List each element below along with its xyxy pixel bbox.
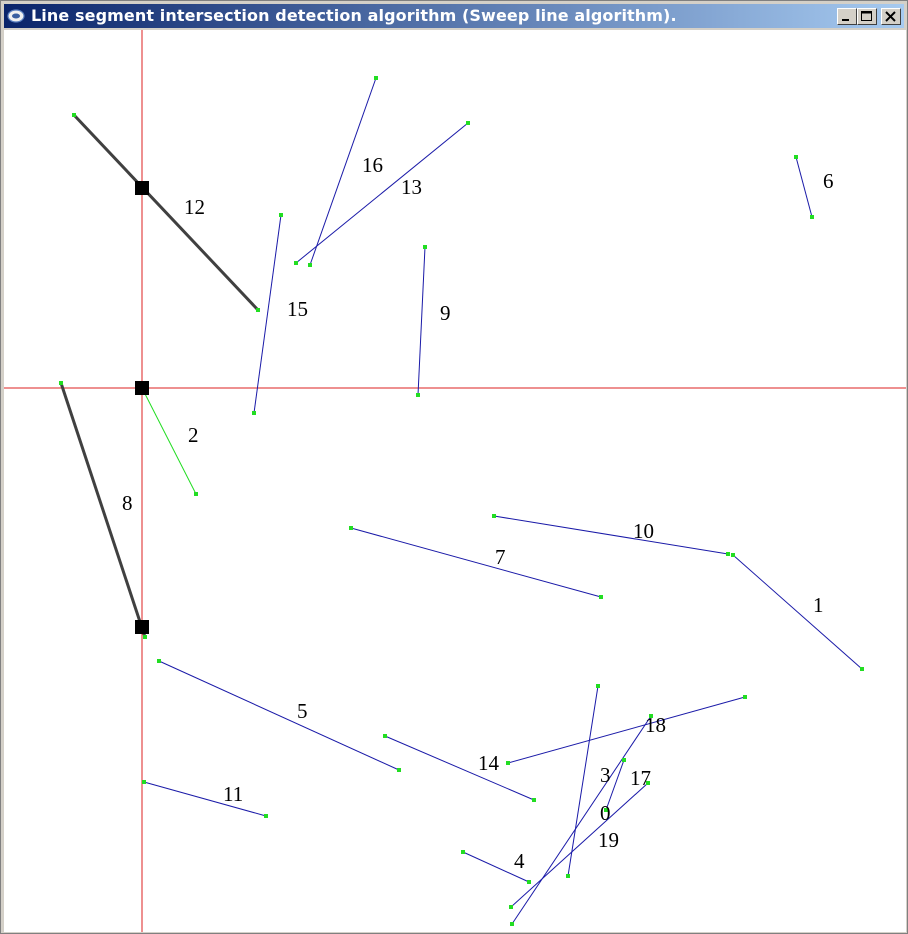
segment-label-14: 14 bbox=[478, 751, 500, 775]
segment-14-endpoint-b[interactable] bbox=[532, 798, 536, 802]
segment-15-endpoint-b[interactable] bbox=[252, 411, 256, 415]
segment-7-endpoint-a[interactable] bbox=[349, 526, 353, 530]
close-icon bbox=[885, 11, 896, 22]
segment-label-9: 9 bbox=[440, 301, 451, 325]
segment-17-endpoint-a[interactable] bbox=[646, 781, 650, 785]
segment-0[interactable] bbox=[605, 759, 625, 811]
segment-13-endpoint-a[interactable] bbox=[466, 121, 470, 125]
segment-9[interactable] bbox=[417, 246, 426, 396]
app-window-icon[interactable] bbox=[7, 8, 25, 24]
segment-12-endpoint-a[interactable] bbox=[72, 113, 76, 117]
segment-4[interactable] bbox=[462, 851, 530, 883]
segment-16-endpoint-a[interactable] bbox=[374, 76, 378, 80]
segment-12[interactable] bbox=[72, 113, 260, 312]
segment-1[interactable] bbox=[732, 554, 863, 670]
segment-9-endpoint-b[interactable] bbox=[416, 393, 420, 397]
segment-8-endpoint-a[interactable] bbox=[59, 381, 63, 385]
event-marker-1 bbox=[135, 381, 149, 395]
segment-2[interactable] bbox=[140, 385, 197, 495]
segment-18-endpoint-a[interactable] bbox=[743, 695, 747, 699]
segment-1-endpoint-b[interactable] bbox=[860, 667, 864, 671]
segment-4-endpoint-a[interactable] bbox=[461, 850, 465, 854]
segment-label-8: 8 bbox=[122, 491, 133, 515]
segment-7-endpoint-b[interactable] bbox=[599, 595, 603, 599]
minimize-button[interactable] bbox=[837, 8, 857, 25]
segment-11[interactable] bbox=[143, 781, 267, 817]
segment-11-endpoint-a[interactable] bbox=[142, 780, 146, 784]
segment-16-endpoint-b[interactable] bbox=[308, 263, 312, 267]
segment-label-18: 18 bbox=[645, 713, 666, 737]
segment-3-endpoint-b[interactable] bbox=[566, 874, 570, 878]
segment-label-17: 17 bbox=[630, 766, 651, 790]
segment-label-12: 12 bbox=[184, 195, 205, 219]
segment-17[interactable] bbox=[510, 782, 649, 908]
segment-label-10: 10 bbox=[633, 519, 654, 543]
segment-10[interactable] bbox=[493, 515, 729, 555]
close-button[interactable] bbox=[881, 8, 901, 25]
segment-13-endpoint-b[interactable] bbox=[294, 261, 298, 265]
segment-label-16: 16 bbox=[362, 153, 383, 177]
segment-3[interactable] bbox=[567, 685, 599, 877]
segment-label-6: 6 bbox=[823, 169, 834, 193]
segment-10-endpoint-a[interactable] bbox=[492, 514, 496, 518]
segment-14[interactable] bbox=[384, 735, 535, 801]
segment-label-3: 3 bbox=[600, 763, 611, 787]
segment-19-endpoint-a[interactable] bbox=[649, 714, 653, 718]
segment-4-endpoint-b[interactable] bbox=[527, 880, 531, 884]
segment-label-15: 15 bbox=[287, 297, 308, 321]
segment-17-endpoint-b[interactable] bbox=[509, 905, 513, 909]
event-marker-2 bbox=[135, 620, 149, 634]
segment-1-endpoint-a[interactable] bbox=[731, 553, 735, 557]
segment-5-endpoint-b[interactable] bbox=[397, 768, 401, 772]
segment-16[interactable] bbox=[309, 77, 377, 266]
segment-7[interactable] bbox=[350, 527, 602, 598]
segment-15-endpoint-a[interactable] bbox=[279, 213, 283, 217]
segment-14-endpoint-a[interactable] bbox=[383, 734, 387, 738]
segment-12-endpoint-b[interactable] bbox=[256, 308, 260, 312]
segment-10-endpoint-b[interactable] bbox=[726, 552, 730, 556]
segment-8[interactable] bbox=[59, 382, 147, 638]
segment-13[interactable] bbox=[295, 122, 469, 264]
event-marker-0 bbox=[135, 181, 149, 195]
segment-label-5: 5 bbox=[297, 699, 308, 723]
segment-6-endpoint-a[interactable] bbox=[794, 155, 798, 159]
segment-label-2: 2 bbox=[188, 423, 199, 447]
segment-label-1: 1 bbox=[813, 593, 824, 617]
segment-0-endpoint-b[interactable] bbox=[604, 808, 608, 812]
segment-19-endpoint-b[interactable] bbox=[510, 922, 514, 926]
segment-6[interactable] bbox=[795, 156, 813, 218]
segment-18-endpoint-b[interactable] bbox=[506, 761, 510, 765]
title-bar[interactable]: Line segment intersection detection algo… bbox=[4, 4, 904, 28]
segment-label-13: 13 bbox=[401, 175, 422, 199]
maximize-button[interactable] bbox=[857, 8, 877, 25]
segment-8-endpoint-b[interactable] bbox=[143, 635, 147, 639]
segment-5[interactable] bbox=[158, 660, 400, 771]
segment-15[interactable] bbox=[253, 214, 282, 414]
segment-3-endpoint-a[interactable] bbox=[596, 684, 600, 688]
segment-0-endpoint-a[interactable] bbox=[622, 758, 626, 762]
segment-label-19: 19 bbox=[598, 828, 619, 852]
segment-label-4: 4 bbox=[514, 849, 525, 873]
segment-label-7: 7 bbox=[495, 545, 506, 569]
segment-18[interactable] bbox=[507, 696, 746, 764]
segment-19[interactable] bbox=[511, 715, 652, 925]
segment-9-endpoint-a[interactable] bbox=[423, 245, 427, 249]
segment-11-endpoint-b[interactable] bbox=[264, 814, 268, 818]
minimize-icon bbox=[842, 19, 849, 21]
segment-label-11: 11 bbox=[223, 782, 243, 806]
segment-6-endpoint-b[interactable] bbox=[810, 215, 814, 219]
segment-2-endpoint-b[interactable] bbox=[194, 492, 198, 496]
segment-label-0: 0 bbox=[600, 801, 611, 825]
window-title: Line segment intersection detection algo… bbox=[31, 6, 677, 25]
maximize-icon bbox=[861, 11, 872, 21]
segment-5-endpoint-a[interactable] bbox=[157, 659, 161, 663]
